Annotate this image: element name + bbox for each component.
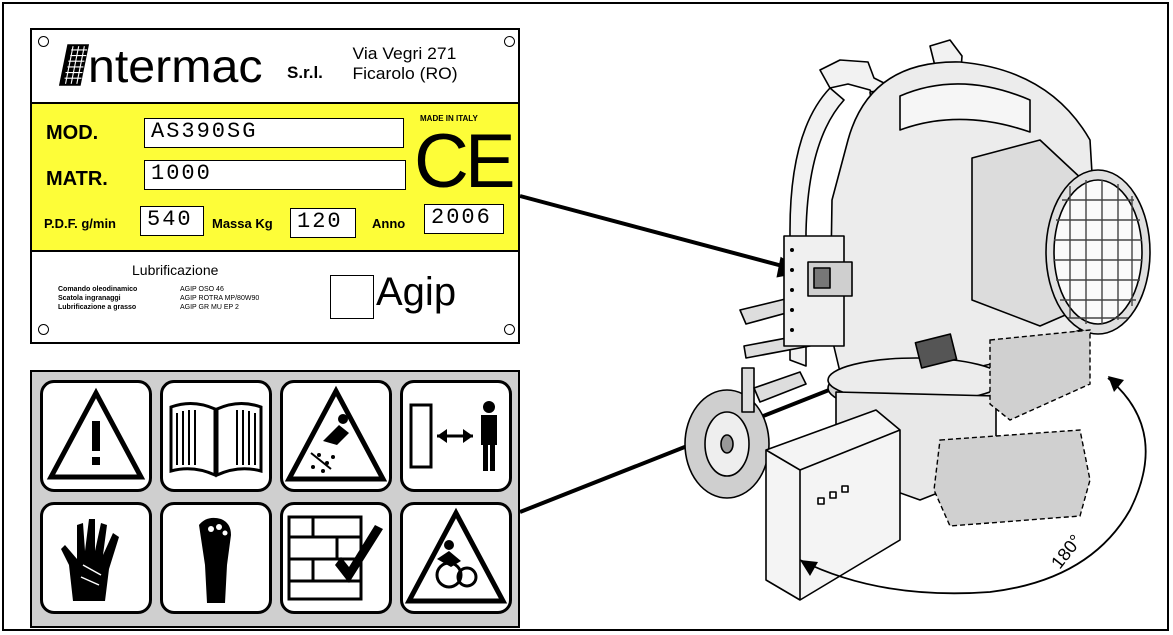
oil-brand-logo-box bbox=[330, 275, 374, 319]
address-line-2: Ficarolo (RO) bbox=[352, 64, 458, 83]
pdf-label: P.D.F. g/min bbox=[44, 216, 116, 231]
model-label: MOD. bbox=[46, 122, 99, 144]
brand-name: ntermac bbox=[88, 40, 263, 92]
intermac-logo-icon bbox=[58, 44, 90, 86]
mounting-hole bbox=[38, 324, 49, 335]
projectile-hazard-icon bbox=[280, 380, 392, 492]
made-in-label: MADE IN ITALY bbox=[420, 114, 478, 123]
mass-label: Massa Kg bbox=[212, 216, 273, 231]
ce-mark: CE bbox=[414, 119, 516, 204]
year-label: Anno bbox=[372, 216, 406, 231]
maintenance-stop-icon bbox=[280, 502, 392, 614]
mounting-hole bbox=[504, 36, 515, 47]
pdf-value: 540 bbox=[140, 206, 204, 236]
year-value: 2006 bbox=[424, 204, 504, 234]
nameplate-header: ntermac S.r.l. Via Vegri 271 Ficarolo (R… bbox=[32, 30, 518, 100]
lubrication-part-2: Scatola ingranaggi bbox=[58, 295, 121, 302]
foot-injury-icon bbox=[160, 502, 272, 614]
company-address: Via Vegri 271 Ficarolo (RO) bbox=[352, 44, 457, 84]
safe-distance-icon bbox=[400, 380, 512, 492]
safety-signs-panel bbox=[30, 370, 520, 628]
rotation-label: 180° bbox=[1047, 531, 1086, 573]
lubrication-part-1: Comando oleodinamico bbox=[58, 286, 138, 293]
address-line-1: Via Vegri 271 bbox=[352, 44, 457, 63]
mounting-hole bbox=[38, 36, 49, 47]
serial-label: MATR. bbox=[46, 168, 108, 190]
lubrication-oil-2: AGIP ROTRA MP/80W90 bbox=[180, 295, 260, 302]
mounting-hole bbox=[504, 324, 515, 335]
identification-nameplate: ntermac S.r.l. Via Vegri 271 Ficarolo (R… bbox=[30, 28, 520, 344]
lubrication-title: Lubrificazione bbox=[132, 262, 219, 278]
nameplate-data-area: MOD. AS390SG MATR. 1000 P.D.F. g/min 540… bbox=[32, 102, 518, 252]
company-type: S.r.l. bbox=[287, 63, 323, 82]
read-manual-icon bbox=[160, 380, 272, 492]
lubrication-oil-1: AGIP OSO 46 bbox=[180, 286, 224, 293]
lubrication-part-3: Lubrificazione a grasso bbox=[58, 304, 137, 311]
oil-brand: Agip bbox=[376, 270, 457, 314]
lubrication-oil-3: AGIP GR MU EP 2 bbox=[180, 304, 239, 311]
general-warning-icon bbox=[40, 380, 152, 492]
model-value: AS390SG bbox=[144, 118, 404, 148]
hand-crush-icon bbox=[40, 502, 152, 614]
entanglement-hazard-icon bbox=[400, 502, 512, 614]
serial-value: 1000 bbox=[144, 160, 406, 190]
mass-value: 120 bbox=[290, 208, 356, 238]
